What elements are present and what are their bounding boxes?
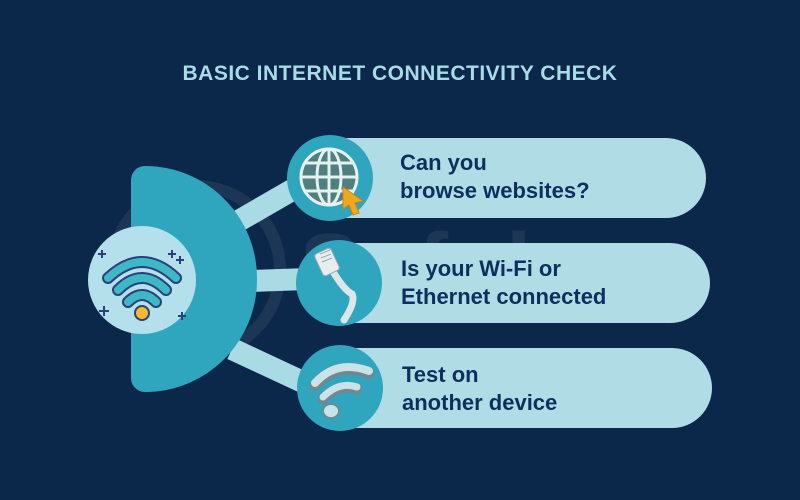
- wifi-icon: [98, 250, 186, 321]
- icon-circle-connection: [296, 240, 382, 326]
- page-title: BASIC INTERNET CONNECTIVITY CHECK: [182, 62, 618, 85]
- icon-circle-device: [297, 345, 383, 431]
- check-card-connection: [340, 243, 710, 323]
- check-text-line2: browse websites?: [400, 178, 590, 203]
- wifi-3d-icon: [309, 363, 375, 419]
- icon-circle-browse: [287, 135, 373, 221]
- check-text-connection: Is your Wi-Fi or Ethernet connected: [401, 255, 606, 311]
- check-card-browse: [330, 138, 706, 218]
- check-card-device: [340, 348, 712, 428]
- check-text-browse: Can you browse websites?: [400, 149, 590, 205]
- check-text-line1: Is your Wi-Fi or: [401, 256, 561, 281]
- ethernet-cable-icon: [314, 247, 357, 324]
- hub-wifi-badge: [88, 226, 196, 334]
- check-text-device: Test on another device: [402, 361, 557, 417]
- check-text-line2: Ethernet connected: [401, 284, 607, 309]
- check-text-line2: another device: [402, 390, 558, 415]
- check-text-line1: Can you: [400, 150, 487, 175]
- check-text-line1: Test on: [402, 362, 479, 387]
- globe-cursor-icon: [299, 147, 365, 216]
